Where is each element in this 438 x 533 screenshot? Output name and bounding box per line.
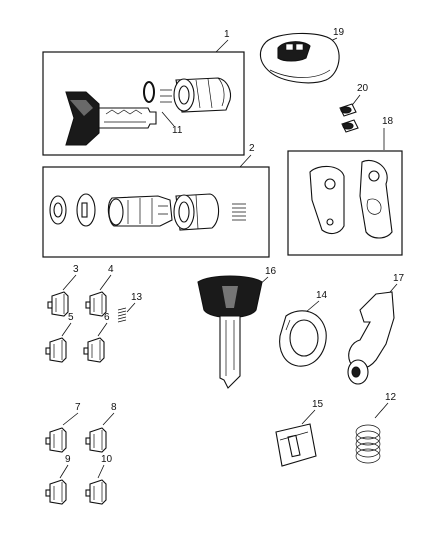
key-fob-19	[259, 32, 340, 84]
callout-18: 18	[382, 116, 394, 127]
actuator-17	[347, 291, 395, 385]
callout-10: 10	[101, 454, 113, 465]
callout-1: 1	[224, 29, 230, 40]
callout-5: 5	[68, 312, 74, 323]
cover-15	[275, 423, 317, 467]
leader-lines	[59, 37, 398, 479]
callout-9: 9	[65, 454, 71, 465]
clip-part	[83, 337, 105, 363]
callout-11: 11	[172, 125, 183, 136]
clip-part	[45, 427, 67, 453]
callout-7: 7	[75, 402, 81, 413]
group-box-1	[42, 51, 245, 156]
clip-part	[85, 291, 107, 317]
clips-3-10	[45, 291, 107, 505]
clip-part	[85, 479, 107, 505]
clip-part	[45, 337, 67, 363]
callout-2: 2	[249, 143, 255, 154]
lock-cylinder-set	[49, 193, 246, 231]
ignition-cylinder-assembly	[65, 77, 232, 146]
callout-8: 8	[111, 402, 117, 413]
callout-13: 13	[131, 292, 143, 303]
callout-17: 17	[393, 273, 405, 284]
callout-19: 19	[333, 27, 345, 38]
callout-14: 14	[316, 290, 328, 301]
callout-20: 20	[357, 83, 369, 94]
key-blank-16	[197, 275, 263, 389]
clip-part	[45, 479, 67, 505]
callout-15: 15	[312, 399, 324, 410]
callout-16: 16	[265, 266, 277, 277]
group-box-18	[287, 150, 403, 256]
coil-spring-12	[355, 424, 381, 464]
callout-3: 3	[73, 264, 79, 275]
group-box-2	[42, 166, 270, 258]
latch-levers-18	[309, 160, 393, 239]
callout-4: 4	[108, 264, 114, 275]
callout-6: 6	[104, 312, 110, 323]
bezel-14	[279, 310, 327, 367]
callout-12: 12	[385, 392, 397, 403]
clip-part	[85, 427, 107, 453]
caps-20	[339, 103, 359, 133]
clip-part	[47, 291, 69, 317]
spring-13	[117, 307, 127, 323]
